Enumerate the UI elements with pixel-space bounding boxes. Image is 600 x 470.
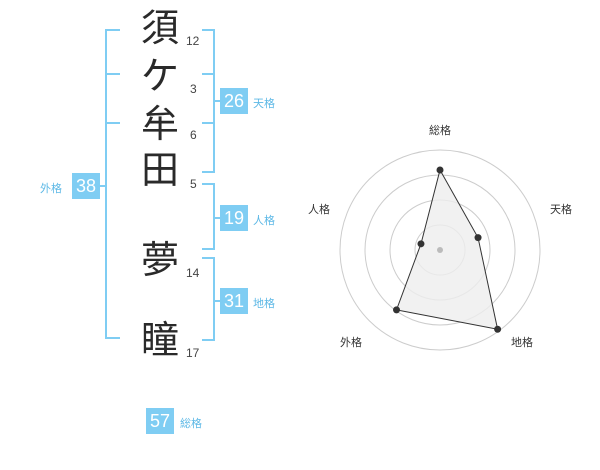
name-char-4: 田 — [140, 148, 179, 192]
radar-point-gaikaku — [393, 306, 401, 314]
radar-points — [393, 166, 502, 333]
stroke-count-6: 17 — [186, 346, 200, 360]
chikaku-label: 地格 — [253, 297, 275, 310]
radar-label-chikaku: 地格 — [511, 335, 533, 349]
radar-center-dot — [437, 247, 443, 253]
name-char-2: ケ — [140, 54, 179, 98]
name-char-3: 牟 — [140, 102, 179, 146]
gaikaku-label: 外格 — [40, 182, 62, 195]
chikaku-value: 31 — [220, 288, 248, 314]
name-char-5: 夢 — [140, 238, 179, 282]
soukaku-value: 57 — [146, 408, 174, 434]
stroke-count-2: 3 — [190, 82, 197, 96]
radar-chart: 総格 天格 地格 外格 人格 — [308, 123, 572, 351]
tenkaku-value: 26 — [220, 88, 248, 114]
tenkaku-label: 天格 — [253, 97, 275, 110]
radar-point-soukaku — [436, 166, 444, 174]
soukaku-label: 総格 — [180, 417, 202, 430]
jinkaku-value: 19 — [220, 205, 248, 231]
radar-point-chikaku — [494, 325, 502, 333]
gaikaku-value: 38 — [72, 173, 100, 199]
tenkaku-bracket — [202, 29, 215, 173]
radar-label-jinkaku: 人格 — [308, 202, 330, 216]
radar-score-polygon — [395, 168, 499, 330]
radar-label-soukaku: 総格 — [429, 123, 451, 137]
radar-label-tenkaku: 天格 — [550, 202, 572, 216]
radar-point-jinkaku — [417, 240, 425, 248]
jinkaku-bracket — [202, 183, 215, 250]
name-char-6: 瞳 — [140, 318, 179, 362]
stroke-count-3: 6 — [190, 128, 197, 142]
jinkaku-label: 人格 — [253, 214, 275, 227]
radar-grid-ring — [339, 149, 541, 351]
name-char-1: 須 — [140, 6, 179, 50]
gaikaku-bracket — [105, 29, 120, 339]
stroke-count-4: 5 — [190, 177, 197, 191]
radar-label-gaikaku: 外格 — [340, 335, 362, 349]
stroke-count-1: 12 — [186, 34, 200, 48]
chikaku-bracket — [202, 257, 215, 341]
radar-point-tenkaku — [474, 234, 482, 242]
stroke-count-5: 14 — [186, 266, 200, 280]
